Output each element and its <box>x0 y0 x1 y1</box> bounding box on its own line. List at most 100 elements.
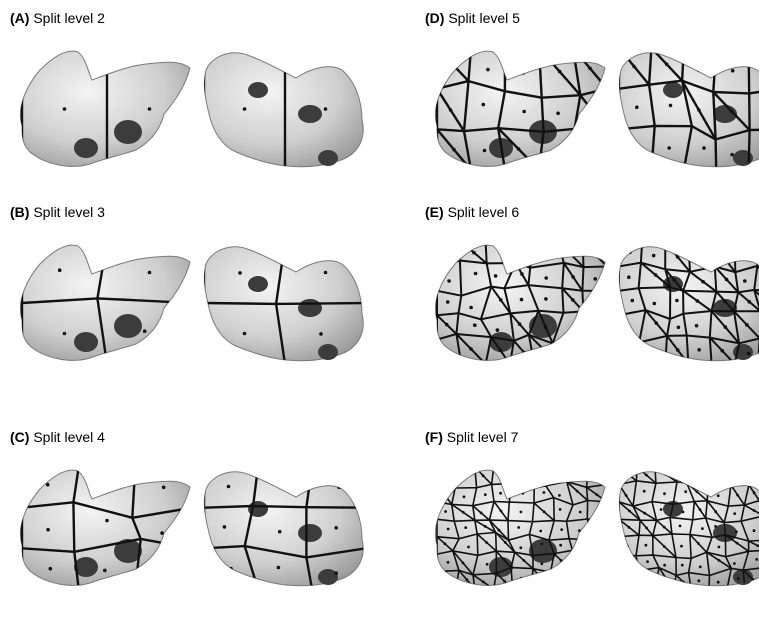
patch-centroid <box>626 473 629 476</box>
patch-centroid <box>678 473 681 476</box>
patch-centroid <box>733 512 736 515</box>
patch-centroid <box>645 527 648 530</box>
patch-centroid <box>558 494 561 497</box>
patch-centroid <box>148 271 152 275</box>
panel-label: (E) Split level 6 <box>425 204 519 220</box>
patch-centroid <box>733 562 736 565</box>
patch-centroid <box>498 529 501 532</box>
patch-centroid <box>447 279 451 283</box>
patch-centroid <box>571 275 575 279</box>
patch-centroid <box>755 558 758 561</box>
patch-centroid <box>696 299 700 303</box>
panel-title: Split level 5 <box>448 10 520 26</box>
patch-centroid <box>646 578 649 581</box>
patch-centroid <box>518 322 522 326</box>
patch-centroid <box>593 301 597 305</box>
patch-centroid <box>499 298 503 302</box>
patch-centroid <box>520 298 524 302</box>
patch-centroid <box>631 299 635 303</box>
patch-centroid <box>654 273 658 277</box>
patch-centroid <box>579 511 582 514</box>
patch-centroid <box>445 579 448 582</box>
patch-centroid <box>557 473 560 476</box>
patch-centroid <box>698 475 701 478</box>
patch-centroid <box>652 254 656 258</box>
patch-centroid <box>629 350 633 354</box>
patch-centroid <box>501 474 504 477</box>
patch-centroid <box>503 580 506 583</box>
panel-label: (D) Split level 5 <box>425 10 520 26</box>
patch-centroid <box>702 146 706 150</box>
patch-centroid <box>447 528 450 531</box>
patch-centroid <box>718 559 721 562</box>
cavity-hole <box>74 332 98 352</box>
right-view-surface <box>204 242 366 364</box>
cavity-hole <box>298 524 322 542</box>
patch-centroid <box>165 562 169 566</box>
patch-centroid <box>558 70 562 74</box>
patch-centroid <box>681 564 684 567</box>
patch-centroid <box>653 302 657 306</box>
patch-centroid <box>148 107 152 111</box>
patch-centroid <box>462 511 465 514</box>
patch-centroid <box>677 326 681 330</box>
patch-centroid <box>464 526 467 529</box>
patch-centroid <box>701 527 704 530</box>
patch-centroid <box>663 564 666 567</box>
patch-centroid <box>243 332 247 336</box>
patch-centroid <box>556 112 560 116</box>
patch-centroid <box>447 249 451 253</box>
patch-centroid <box>544 325 548 329</box>
patch-centroid <box>557 149 561 153</box>
patch-centroid <box>632 65 636 69</box>
panel-b: (B) Split level 3 <box>10 204 390 398</box>
patch-centroid <box>752 476 755 479</box>
patch-centroid <box>593 277 597 281</box>
patch-centroid <box>49 567 53 571</box>
patch-centroid <box>633 148 637 152</box>
patch-centroid <box>469 347 473 351</box>
patch-centroid <box>595 493 598 496</box>
patch-centroid <box>700 253 704 257</box>
patch-centroid <box>559 544 562 547</box>
patch-centroid <box>319 332 323 336</box>
patch-centroid <box>504 541 507 544</box>
cavity-hole <box>318 150 338 166</box>
patch-centroid <box>462 562 465 565</box>
cavity-hole <box>114 120 142 144</box>
patch-centroid <box>679 525 682 528</box>
patch-centroid <box>747 352 751 356</box>
patch-centroid <box>697 579 700 582</box>
patch-centroid <box>482 103 486 107</box>
patch-centroid <box>598 561 601 564</box>
patch-centroid <box>627 579 630 582</box>
patch-centroid <box>63 332 67 336</box>
cavity-hole <box>74 138 98 158</box>
cavity-hole <box>248 82 268 98</box>
patch-centroid <box>663 492 666 495</box>
patch-centroid <box>571 298 575 302</box>
patch-centroid <box>483 149 487 153</box>
patch-centroid <box>543 510 546 513</box>
patch-centroid <box>596 527 599 530</box>
patch-centroid <box>522 110 526 114</box>
patch-centroid <box>725 278 729 282</box>
patch-centroid <box>46 483 50 487</box>
right-view-surface <box>619 242 759 364</box>
patch-centroid <box>645 544 648 547</box>
left-view-surface <box>435 48 607 170</box>
patch-centroid <box>540 543 543 546</box>
panel-title: Split level 6 <box>448 204 520 220</box>
patch-centroid <box>486 563 489 566</box>
patch-centroid <box>697 542 700 545</box>
patch-centroid <box>496 328 500 332</box>
patch-centroid <box>676 348 680 352</box>
cavity-hole <box>298 105 322 123</box>
patch-centroid <box>660 508 663 511</box>
segmented-surface-figure <box>425 40 759 175</box>
patch-centroid <box>243 107 247 111</box>
patch-centroid <box>324 107 328 111</box>
patch-centroid <box>143 329 147 333</box>
patch-centroid <box>743 279 747 283</box>
patch-centroid <box>723 300 727 304</box>
